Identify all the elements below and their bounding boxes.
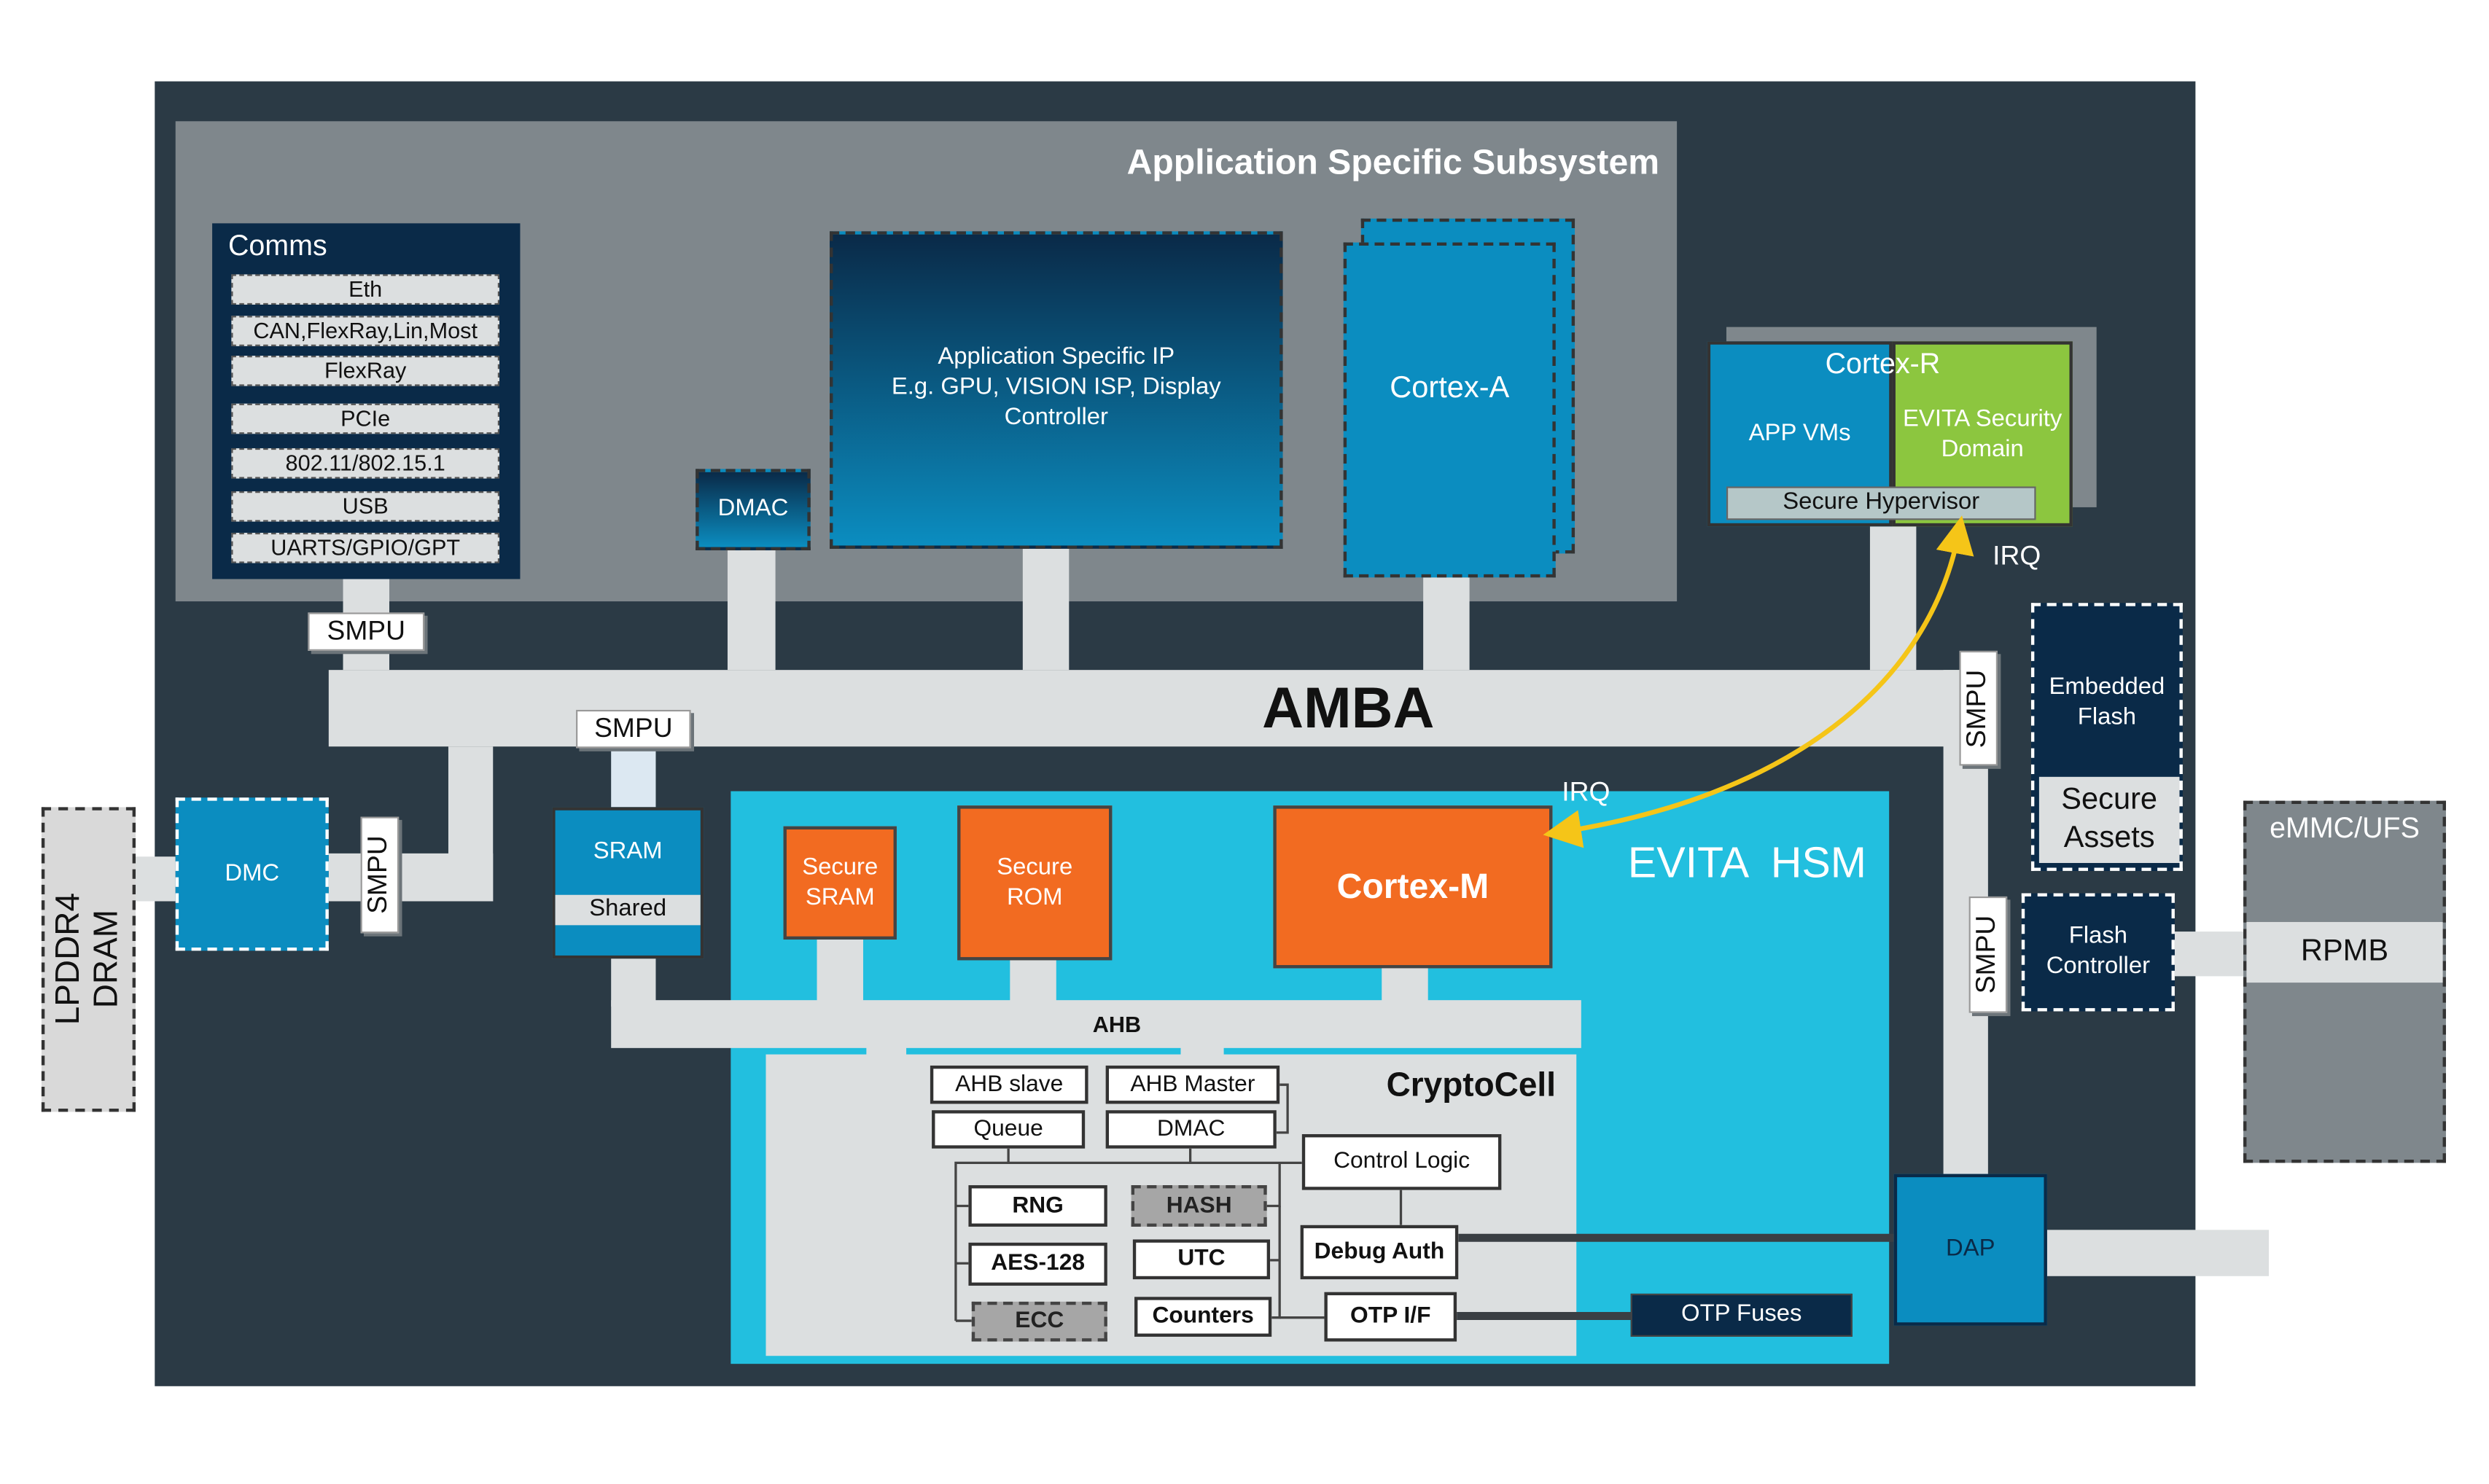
embedded-flash-label: Flash: [2077, 703, 2137, 730]
secure-sram-label: SRAM: [805, 883, 875, 910]
otp-interface: OTP I/F: [1324, 1292, 1457, 1342]
bus-stub: [1010, 960, 1056, 1004]
evita-domain-label: Domain: [1941, 434, 2024, 463]
app-ip-line: Application Specific IP: [938, 343, 1175, 370]
cryptocell-title: CryptoCell: [1386, 1066, 1556, 1104]
ahb-label: AHB: [1092, 1012, 1142, 1038]
embedded-flash-label: Embedded: [2049, 673, 2165, 700]
comms-item: 802.11/802.15.1: [231, 448, 500, 479]
hash: HASH: [1131, 1185, 1267, 1227]
utc: UTC: [1132, 1239, 1271, 1280]
smpu-comms: SMPU: [308, 612, 425, 651]
bus-stub: [611, 958, 656, 1007]
counters: Counters: [1134, 1297, 1272, 1337]
application-ip-block: Application Specific IP E.g. GPU, VISION…: [830, 231, 1283, 549]
bus-stub: [1022, 548, 1070, 671]
connector: [1276, 1083, 1289, 1134]
dmac-block: DMAC: [696, 469, 811, 551]
connector: [1271, 1206, 1281, 1319]
secure-hypervisor: Secure Hypervisor: [1726, 486, 2036, 520]
comms-item: Eth: [231, 274, 500, 305]
control-logic: Control Logic: [1301, 1134, 1502, 1190]
bus-stub: [328, 853, 494, 902]
irq-arrow: [1543, 515, 1974, 848]
secure-rom-label: Secure: [997, 853, 1073, 880]
rpmb-stub: [2174, 932, 2245, 977]
comms-title: Comms: [227, 230, 327, 262]
cortex-a-block: Cortex-A: [1343, 242, 1556, 578]
ahb-slave: AHB slave: [930, 1065, 1088, 1104]
debug-auth: Debug Auth: [1300, 1225, 1459, 1280]
app-ip-line: E.g. GPU, VISION ISP, Display: [891, 372, 1221, 400]
bus-stub: [866, 1044, 907, 1058]
smpu-dmc: SMPU: [360, 816, 400, 934]
dap-stub: [2046, 1230, 2270, 1276]
bus-stub: [1180, 1044, 1224, 1058]
comms-item: USB: [231, 491, 500, 522]
comms-item: FlexRay: [231, 356, 500, 386]
bus-stub: [817, 940, 863, 1004]
flash-controller-label: Flash: [2068, 922, 2128, 950]
secure-sram-label: Secure: [802, 853, 879, 880]
comms-item: PCIe: [231, 403, 500, 434]
dap-block: DAP: [1893, 1173, 2047, 1326]
flash-controller-label: Controller: [2046, 952, 2151, 980]
connector: [1266, 1163, 1281, 1208]
bus-stub: [611, 748, 656, 808]
rpmb: RPMB: [2246, 921, 2443, 983]
app-ip-line: Controller: [1004, 402, 1108, 430]
ecc: ECC: [971, 1301, 1107, 1342]
amba-label: AMBA: [1262, 675, 1435, 741]
comms-item: UARTS/GPIO/GPT: [231, 532, 500, 563]
secure-assets-label: Assets: [2063, 821, 2155, 856]
bus-stub: [1382, 968, 1428, 1004]
bus-stub: [136, 856, 176, 902]
subsystem-title: Application Specific Subsystem: [1126, 142, 1660, 183]
sram-block: [552, 807, 704, 959]
emmc-title: eMMC/UFS: [2270, 812, 2420, 845]
secure-assets-label: Secure: [2061, 784, 2158, 818]
lpddr4-dram: LPDDR4 DRAM: [41, 807, 136, 1112]
dmc-block: DMC: [175, 797, 329, 951]
sram-title: SRAM: [593, 837, 663, 864]
ahb-master: AHB Master: [1105, 1065, 1280, 1104]
smpu-flash-controller: SMPU: [1968, 896, 2008, 1013]
rng: RNG: [968, 1185, 1107, 1227]
sram-shared: Shared: [555, 894, 701, 926]
secure-rom-label: ROM: [1006, 883, 1063, 910]
cryptocell-internal-bus: [954, 1161, 1302, 1321]
cortex-m: Cortex-M: [1273, 805, 1553, 969]
evita-domain-label: EVITA Security: [1903, 405, 2063, 433]
irq-label-top: IRQ: [1993, 541, 2041, 572]
bus-stub: [1423, 577, 1470, 671]
app-vms-label: APP VMs: [1748, 418, 1851, 446]
ahb-bus: [611, 1000, 1581, 1048]
aes-128: AES-128: [968, 1242, 1107, 1286]
bus-stub: [727, 550, 776, 671]
cryptocell-dmac: DMAC: [1105, 1110, 1277, 1149]
otp-fuses: OTP Fuses: [1630, 1293, 1853, 1337]
comms-item: CAN,FlexRay,Lin,Most: [231, 316, 500, 346]
smpu-sram: SMPU: [576, 709, 691, 749]
cortex-r-title: Cortex-R: [1825, 348, 1941, 380]
queue: Queue: [932, 1110, 1086, 1149]
